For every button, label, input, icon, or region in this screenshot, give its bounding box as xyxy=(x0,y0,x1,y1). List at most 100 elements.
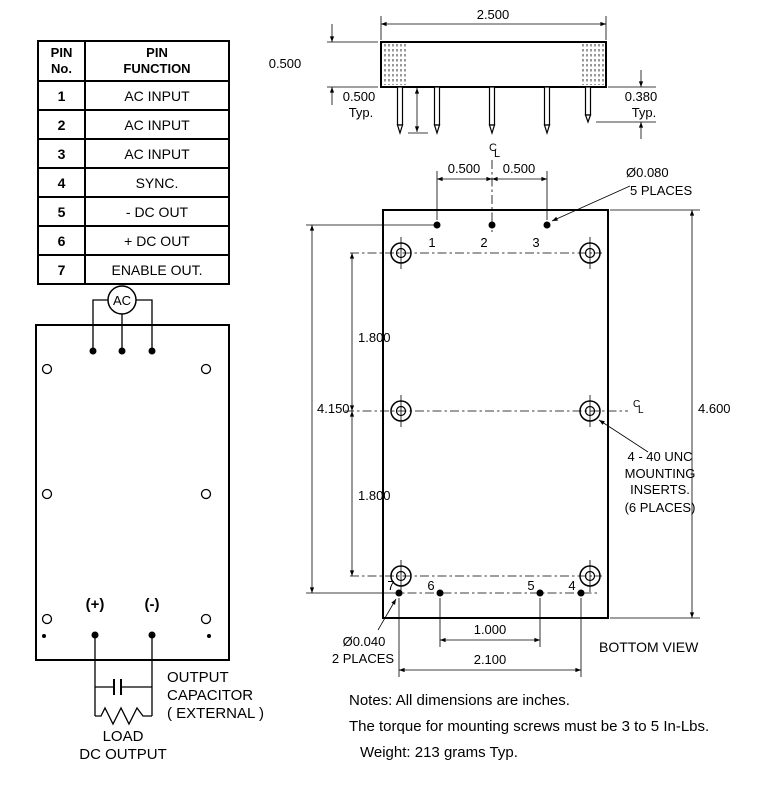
pin-number: 1 xyxy=(37,80,86,111)
minus-terminal-label: (-) xyxy=(145,596,160,613)
pin-number: 4 xyxy=(37,167,86,198)
pin-function: - DC OUT xyxy=(84,196,230,227)
pin-no-header: PIN No. xyxy=(37,40,86,82)
pin-number-label: 1 xyxy=(428,235,435,250)
dim-pin-row-span-label: 4.150 xyxy=(317,401,350,416)
centerlines xyxy=(345,160,628,594)
table-row: 7 ENABLE OUT. xyxy=(37,254,230,285)
dim-pin-length-long-typ: Typ. xyxy=(349,105,374,120)
small-hole-dot xyxy=(42,634,46,638)
dc-output-wires xyxy=(94,635,153,716)
extension-lines-left xyxy=(306,224,434,594)
pin xyxy=(543,86,551,126)
pin-number: 6 xyxy=(37,225,86,256)
pin-short xyxy=(584,86,592,116)
pin-number-label: 6 xyxy=(427,578,434,593)
dim-pitch-left-label: 0.500 xyxy=(448,161,481,176)
pin-number: 3 xyxy=(37,138,86,169)
pin-number-label: 4 xyxy=(568,578,575,593)
load-resistor-symbol xyxy=(95,706,152,726)
hatch-right-end xyxy=(582,44,604,85)
pin-tip xyxy=(584,114,592,124)
table-row: 2 AC INPUT xyxy=(37,109,230,140)
mounting-insert xyxy=(579,242,601,264)
pin-function-header: PIN FUNCTION xyxy=(84,40,230,82)
mounting-insert-inner xyxy=(584,405,596,417)
pin-hole-7 xyxy=(395,589,403,597)
pin-number-label: 2 xyxy=(480,235,487,250)
centerline-symbol-c: C xyxy=(489,142,497,154)
mounting-insert xyxy=(579,565,601,587)
centerline-symbol-l: L xyxy=(638,405,644,416)
pin-tip xyxy=(488,124,496,136)
pin-hole-3 xyxy=(543,221,551,229)
note-line-1: Notes: All dimensions are inches. xyxy=(349,692,570,709)
pin-function: ENABLE OUT. xyxy=(84,254,230,285)
mounting-insert-inner xyxy=(584,570,596,582)
dim-body-height-label: 0.500 xyxy=(269,56,302,71)
dim-pin-length-short-typ: Typ. xyxy=(632,105,657,120)
pin-number-label: 7 xyxy=(387,578,394,593)
dim-body-width-label: 2.500 xyxy=(477,7,510,22)
table-row: 6 + DC OUT xyxy=(37,225,230,256)
output-capacitor-label-1: OUTPUT xyxy=(167,669,229,686)
dc-output-label: DC OUTPUT xyxy=(79,746,167,763)
mounting-hole xyxy=(200,613,212,625)
mounting-insert-inner xyxy=(395,405,407,417)
dim-pin-length-long-label: 0.500 xyxy=(343,89,376,104)
pin-hole-1 xyxy=(433,221,441,229)
bottom-view: 1 2 3 0.500 0.500 Ø0.080 5 PLACES xyxy=(306,160,731,677)
pin-hole-6 xyxy=(436,589,444,597)
side-view: 2.500 0.500 0.500 Typ. 0.380 Typ xyxy=(269,7,658,160)
mounting-hole xyxy=(200,488,212,500)
pin-function-table: PIN No. PIN FUNCTION 1 AC INPUT 2 AC INP… xyxy=(37,40,230,285)
table-row: 4 SYNC. xyxy=(37,167,230,198)
extension-lines xyxy=(327,16,656,134)
table-row: 1 AC INPUT xyxy=(37,80,230,111)
centerline-symbol-l: L xyxy=(494,148,500,160)
hole-crosshairs xyxy=(400,237,591,592)
mounting-hole xyxy=(200,363,212,375)
pin-number-label: 5 xyxy=(527,578,534,593)
pin-tip xyxy=(433,124,441,136)
small-hole-dia-label: Ø0.040 xyxy=(343,634,386,649)
dim-row-lower-label: 1.800 xyxy=(358,488,391,503)
mounting-insert xyxy=(390,400,412,422)
pin-function: AC INPUT xyxy=(84,80,230,111)
mounting-insert xyxy=(390,242,412,264)
pin xyxy=(433,86,441,126)
pin-function-header-line1: PIN xyxy=(146,44,168,60)
mounting-insert-inner xyxy=(395,247,407,259)
pin-function: AC INPUT xyxy=(84,138,230,169)
ac-wires xyxy=(92,299,153,351)
dim-pin-length-short-label: 0.380 xyxy=(625,89,658,104)
module-body-side xyxy=(380,41,607,88)
output-capacitor-label-2: CAPACITOR xyxy=(167,687,253,704)
pin-no-header-line2: No. xyxy=(51,61,72,76)
centerline-symbol-c: C xyxy=(633,399,640,410)
hatch-left-end xyxy=(384,44,406,85)
pin-number-label: 3 xyxy=(532,235,539,250)
extension-lines-bottom xyxy=(398,598,582,677)
pin xyxy=(488,86,496,126)
extension-lines-right xyxy=(610,209,700,619)
table-row: 5 - DC OUT xyxy=(37,196,230,227)
module-body-bottom xyxy=(382,209,609,619)
mounting-hole xyxy=(41,363,53,375)
ac-label: AC xyxy=(113,293,131,308)
plus-terminal-label: (+) xyxy=(86,596,105,613)
bottom-view-label: BOTTOM VIEW xyxy=(599,639,699,655)
pin-number: 7 xyxy=(37,254,86,285)
pin-junction-dot xyxy=(118,347,126,355)
insert-note-line2: MOUNTING xyxy=(625,466,696,481)
dim-pitch-inner-label: 1.000 xyxy=(474,622,507,637)
pin-number: 2 xyxy=(37,109,86,140)
pin-tip xyxy=(396,124,404,136)
note-line-3: Weight: 213 grams Typ. xyxy=(360,744,518,761)
pin-function-header-line2: FUNCTION xyxy=(123,61,191,76)
mounting-insert xyxy=(390,565,412,587)
pin-no-header-line1: PIN xyxy=(50,44,73,60)
load-label: LOAD xyxy=(103,728,144,745)
